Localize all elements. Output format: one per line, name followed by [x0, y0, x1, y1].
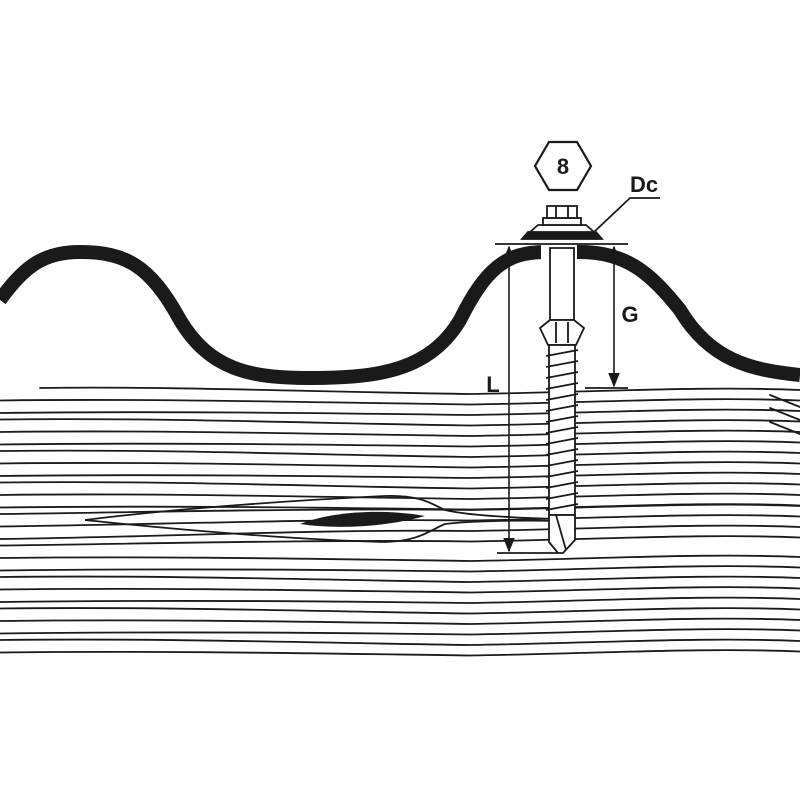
- screw: [520, 205, 604, 554]
- thread-mark: [545, 470, 579, 478]
- grain-line: [0, 503, 800, 515]
- grain-line: [0, 398, 800, 406]
- hex-size-badge: 8: [533, 140, 593, 192]
- sealing-washer: [520, 231, 604, 240]
- thickness-label: G: [621, 302, 638, 327]
- hex-head: [546, 205, 578, 219]
- hex-size-label: 8: [557, 154, 569, 179]
- grain-line: [0, 449, 800, 458]
- grain-line: [0, 575, 800, 583]
- grain-line: [769, 421, 800, 435]
- grain-line: [0, 408, 800, 416]
- thread-mark: [545, 404, 579, 412]
- grain-line: [0, 461, 800, 469]
- thread-mark: [545, 349, 579, 357]
- grain-line: [769, 394, 800, 408]
- thread-mark: [545, 360, 579, 368]
- thread-mark: [545, 393, 579, 401]
- thread-mark: [545, 371, 579, 379]
- grain-line: [0, 429, 800, 437]
- grain-line: [0, 440, 800, 448]
- grain-line: [0, 565, 800, 573]
- corrugated-sheet: [0, 245, 800, 385]
- thread-mark: [545, 459, 579, 467]
- grain-line: [0, 649, 800, 657]
- grain-line: [0, 418, 800, 427]
- thread-mark: [545, 415, 579, 423]
- washer-label: Dc: [630, 172, 658, 197]
- length-dimension: [497, 245, 558, 554]
- grain-line: [0, 481, 800, 490]
- grain-line: [39, 386, 800, 395]
- grain-line: [0, 492, 800, 500]
- screw-shank: [549, 247, 575, 321]
- hex-head-flange: [542, 217, 582, 226]
- thread-mark: [545, 426, 579, 434]
- grain-line: [0, 638, 800, 646]
- grain-line: [0, 524, 800, 540]
- grain-line: [0, 586, 800, 594]
- grain-line: [0, 617, 800, 625]
- thread-mark: [545, 492, 579, 500]
- length-label: L: [486, 372, 499, 397]
- thread-mark: [545, 481, 579, 489]
- grain-line: [0, 596, 800, 604]
- grain-line: [769, 407, 800, 421]
- grain-line: [0, 471, 800, 479]
- thread-mark: [545, 503, 579, 511]
- thread-mark: [545, 382, 579, 390]
- grain-line: [0, 607, 800, 615]
- grain-line: [0, 628, 800, 636]
- grain-line: [0, 535, 800, 547]
- wood-grain: [0, 386, 800, 657]
- wood-knot: [84, 495, 561, 543]
- screw-threads: [545, 349, 579, 511]
- washer-leader: [593, 197, 660, 233]
- metal-washer: [527, 224, 597, 233]
- grain-line: [0, 554, 800, 562]
- screw-wings: [538, 319, 586, 346]
- grain-line: [0, 514, 800, 528]
- thread-mark: [545, 437, 579, 445]
- thread-mark: [545, 448, 579, 456]
- thickness-dimension: [585, 245, 628, 389]
